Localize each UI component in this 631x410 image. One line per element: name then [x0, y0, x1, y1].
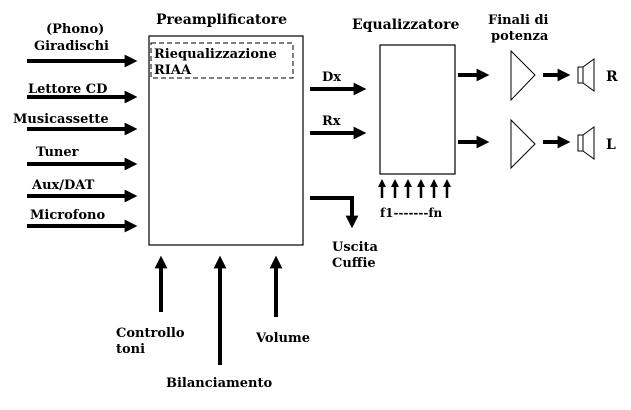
input-label-musicassette: Musicassette	[13, 112, 109, 127]
preamp-title: Preamplificatore	[156, 12, 287, 28]
equalizer-box	[379, 44, 456, 175]
amps-title-line1: Finali di	[488, 13, 549, 28]
input-label-microfono: Microfono	[30, 208, 105, 223]
headphone-output-arrow	[310, 196, 359, 229]
input-label-aux-dat: Aux/DAT	[31, 178, 95, 193]
speaker-label-r: R	[606, 69, 618, 85]
output-label-dx: Dx	[322, 70, 341, 85]
eq-frequency-range: f1-------fn	[380, 206, 443, 220]
output-label-rx: Rx	[322, 114, 341, 129]
uscita-label-line1: Uscita	[332, 240, 379, 255]
riaa-label-line1: Riequalizzazione	[154, 47, 277, 62]
speaker-label-l: L	[606, 137, 616, 153]
speaker-icon-l	[577, 126, 595, 160]
amplifier-triangle-l	[510, 118, 536, 170]
amplifier-triangle-r	[510, 49, 536, 102]
speaker-icon-r	[577, 58, 595, 92]
input-label-tuner: Tuner	[36, 145, 79, 160]
input-label-phono: (Phono)	[46, 22, 104, 37]
equalizer-title: Equalizzatore	[352, 17, 459, 33]
riaa-box	[150, 42, 294, 79]
uscita-label-line2: Cuffie	[332, 256, 376, 271]
control-label-volume: Volume	[255, 331, 310, 346]
control-label-toni-line1: Controllo	[116, 326, 185, 341]
control-label-bilanciamento: Bilanciamento	[166, 376, 273, 391]
input-label-lettore-cd: Lettore CD	[28, 82, 107, 97]
control-label-toni-line2: toni	[116, 342, 145, 357]
preamp-box	[148, 35, 304, 246]
riaa-label-line2: RIAA	[154, 63, 192, 78]
input-label-giradischi: Giradischi	[34, 39, 109, 54]
amps-title-line2: potenza	[491, 29, 549, 44]
